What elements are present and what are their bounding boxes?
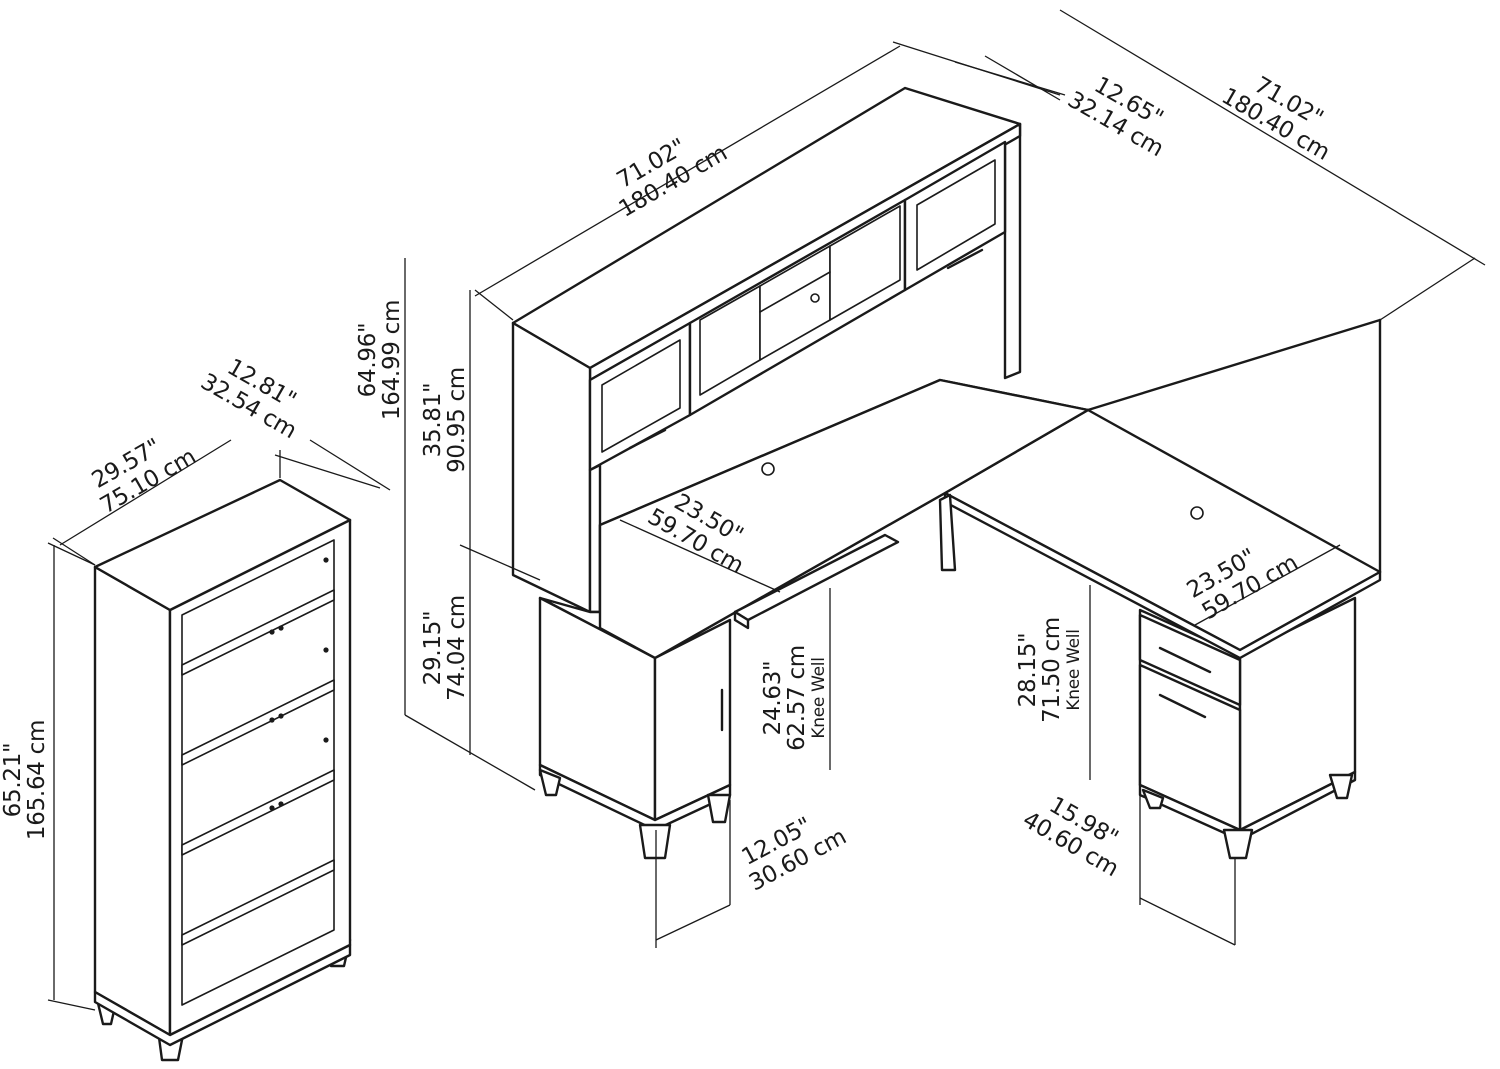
hutch-height-label: 35.81" 90.95 cm: [420, 367, 470, 473]
hutch-depth-label: 12.65" 32.14 cm: [1063, 72, 1168, 162]
return-leg: [938, 493, 957, 572]
knee-well-return-in: 28.15": [1015, 633, 1041, 708]
hutch-left-tower-front: [588, 463, 602, 614]
hutch-height-cm: 90.95 cm: [444, 367, 470, 473]
overall-height-in: 64.96": [355, 323, 381, 398]
overall-height-cm: 164.99 cm: [379, 300, 405, 420]
hutch-cubby-shelf: [759, 271, 831, 313]
hutch-height-in: 35.81": [420, 383, 446, 458]
bookcase-top: [93, 478, 352, 612]
desk-height-label: 29.15" 74.04 cm: [420, 595, 470, 701]
hutch-left-tower-side: [511, 321, 592, 614]
keyboard-tray-front: [733, 610, 750, 630]
desk-leg: [538, 768, 562, 797]
pedestal-leg: [1328, 773, 1354, 800]
desk-leg: [638, 823, 672, 860]
bookcase-shelf: [181, 679, 335, 766]
desk-base: [538, 318, 1382, 860]
bookcase-width-label: 29.57" 75.10 cm: [88, 434, 201, 519]
bookcase-height-label: 65.21" 165.64 cm: [0, 720, 50, 840]
bookcase-shelf: [181, 859, 335, 946]
pedestal-leg: [1141, 788, 1165, 810]
desk-hutch: [511, 86, 1022, 614]
bookcase-shelf: [181, 589, 335, 676]
knee-well-desk-cm: 62.57 cm: [784, 645, 810, 751]
hutch-cubby: [829, 205, 901, 321]
cabinet-width-label: 12.05" 30.60 cm: [738, 813, 851, 897]
desk-height-cm: 74.04 cm: [444, 595, 470, 701]
desk-back-edge: [1086, 318, 1382, 412]
bookcase-base: [93, 943, 352, 1047]
bookcase-side: [93, 565, 172, 1037]
pedestal-leg: [1222, 828, 1254, 860]
pedestal-drawer: [1138, 613, 1242, 707]
hutch-left-door-handle: [628, 428, 667, 450]
bookcase-depth-label: 12.81" 32.54 cm: [196, 354, 301, 444]
hutch-right-door-handle: [946, 248, 984, 270]
return-cable-grommet: [1190, 506, 1204, 520]
bookcase-shelf-pins: [269, 557, 329, 811]
bookcase: [93, 478, 352, 1062]
bookcase-height-in: 65.21": [0, 743, 26, 818]
bookcase-height-cm: 165.64 cm: [24, 720, 50, 840]
knee-well-return-label: 28.15" 71.50 cm Knee Well: [1015, 617, 1084, 723]
hutch-right-support: [1003, 122, 1022, 380]
hutch-right-door-glass: [916, 159, 996, 271]
hutch-cable-grommet: [810, 293, 820, 303]
return-width-label: 71.02" 180.40 cm: [1217, 72, 1334, 166]
knee-well-desk-note: Knee Well: [809, 657, 829, 738]
desk-cable-grommet: [761, 462, 775, 476]
pedestal-drawer-handle: [1158, 646, 1212, 674]
pedestal-file-drawer-handle: [1158, 693, 1207, 719]
bookcase-shelf: [181, 769, 335, 856]
knee-well-return-cm: 71.50 cm: [1039, 617, 1065, 723]
pedestal-width-label: 15.98" 40.60 cm: [1018, 792, 1123, 882]
hutch-left-door-glass: [601, 339, 681, 453]
dimension-lines: [47, 9, 1486, 1011]
desk-leg: [706, 793, 732, 824]
knee-well-return-note: Knee Well: [1064, 629, 1084, 710]
desk-height-in: 29.15": [420, 611, 446, 686]
knee-well-desk-in: 24.63": [760, 661, 786, 736]
overall-height-label: 64.96" 164.99 cm: [355, 300, 405, 420]
knee-well-desk-label: 24.63" 62.57 cm Knee Well: [760, 645, 829, 751]
